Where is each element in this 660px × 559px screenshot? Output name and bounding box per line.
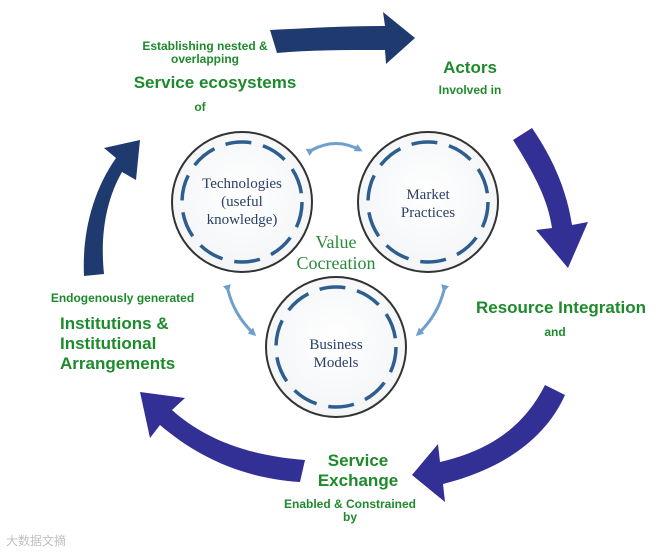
outer-arrow-bottom-right <box>412 385 565 502</box>
label-institutions-line1: Institutions & <box>60 314 169 333</box>
outer-arrow-left <box>83 140 140 276</box>
label-institutions-line3: Arrangements <box>60 354 176 373</box>
label-endogenously-generated: Endogenously generated <box>50 291 195 305</box>
value-line: Value <box>315 232 357 252</box>
technologies-line3: knowledge) <box>206 212 278 228</box>
circle-market-practices <box>357 131 499 273</box>
circle-link-arrows <box>222 142 450 337</box>
technologies-line2: (useful <box>221 194 263 210</box>
link-arrow-right <box>415 284 450 337</box>
business-line1: Business <box>309 337 363 353</box>
label-establishing-line1: Establishing nested & <box>142 39 268 53</box>
market-line1: Market <box>406 187 450 203</box>
outer-arrow-bottom-left <box>140 392 305 482</box>
outer-arrow-right-top <box>513 128 588 268</box>
circle-market-text: Market Practices <box>383 186 473 222</box>
circle-business-models <box>265 276 407 418</box>
label-institutions: Institutions & Institutional Arrangement… <box>40 314 230 374</box>
label-involved-in: Involved in <box>438 83 502 97</box>
outer-arrow-top <box>270 12 415 64</box>
watermark: 大数据文摘 <box>6 534 67 548</box>
circle-technologies-text: Technologies (useful knowledge) <box>187 175 297 229</box>
label-enabled-constrained: Enabled & Constrained by <box>270 498 430 524</box>
outer-cycle-arrows <box>83 12 588 502</box>
label-enabled-line1: Enabled & Constrained <box>283 497 417 511</box>
value-cocreation-label: Value Cocreation <box>281 232 391 274</box>
label-and: and <box>544 325 566 339</box>
label-establishing: Establishing nested & overlapping <box>120 40 290 66</box>
label-service-line1: Service <box>327 451 389 470</box>
link-arrow-top <box>305 142 363 156</box>
technologies-line1: Technologies <box>202 176 282 192</box>
business-line2: Models <box>313 355 359 371</box>
circle-business-text: Business Models <box>291 336 381 372</box>
label-of: of <box>194 100 206 114</box>
label-enabled-line2: by <box>342 510 357 524</box>
label-service-line2: Exchange <box>317 471 399 490</box>
cocreation-line: Cocreation <box>296 253 376 273</box>
circle-technologies <box>171 131 313 273</box>
label-establishing-line2: overlapping <box>170 52 239 66</box>
link-arrow-left <box>222 284 257 337</box>
label-actors: Actors <box>443 58 497 77</box>
label-resource-integration: Resource Integration <box>475 298 647 317</box>
market-line2: Practices <box>400 205 456 221</box>
label-service-exchange: Service Exchange <box>298 451 418 491</box>
label-service-ecosystems: Service ecosystems <box>133 73 297 92</box>
label-institutions-line2: Institutional <box>60 334 157 353</box>
